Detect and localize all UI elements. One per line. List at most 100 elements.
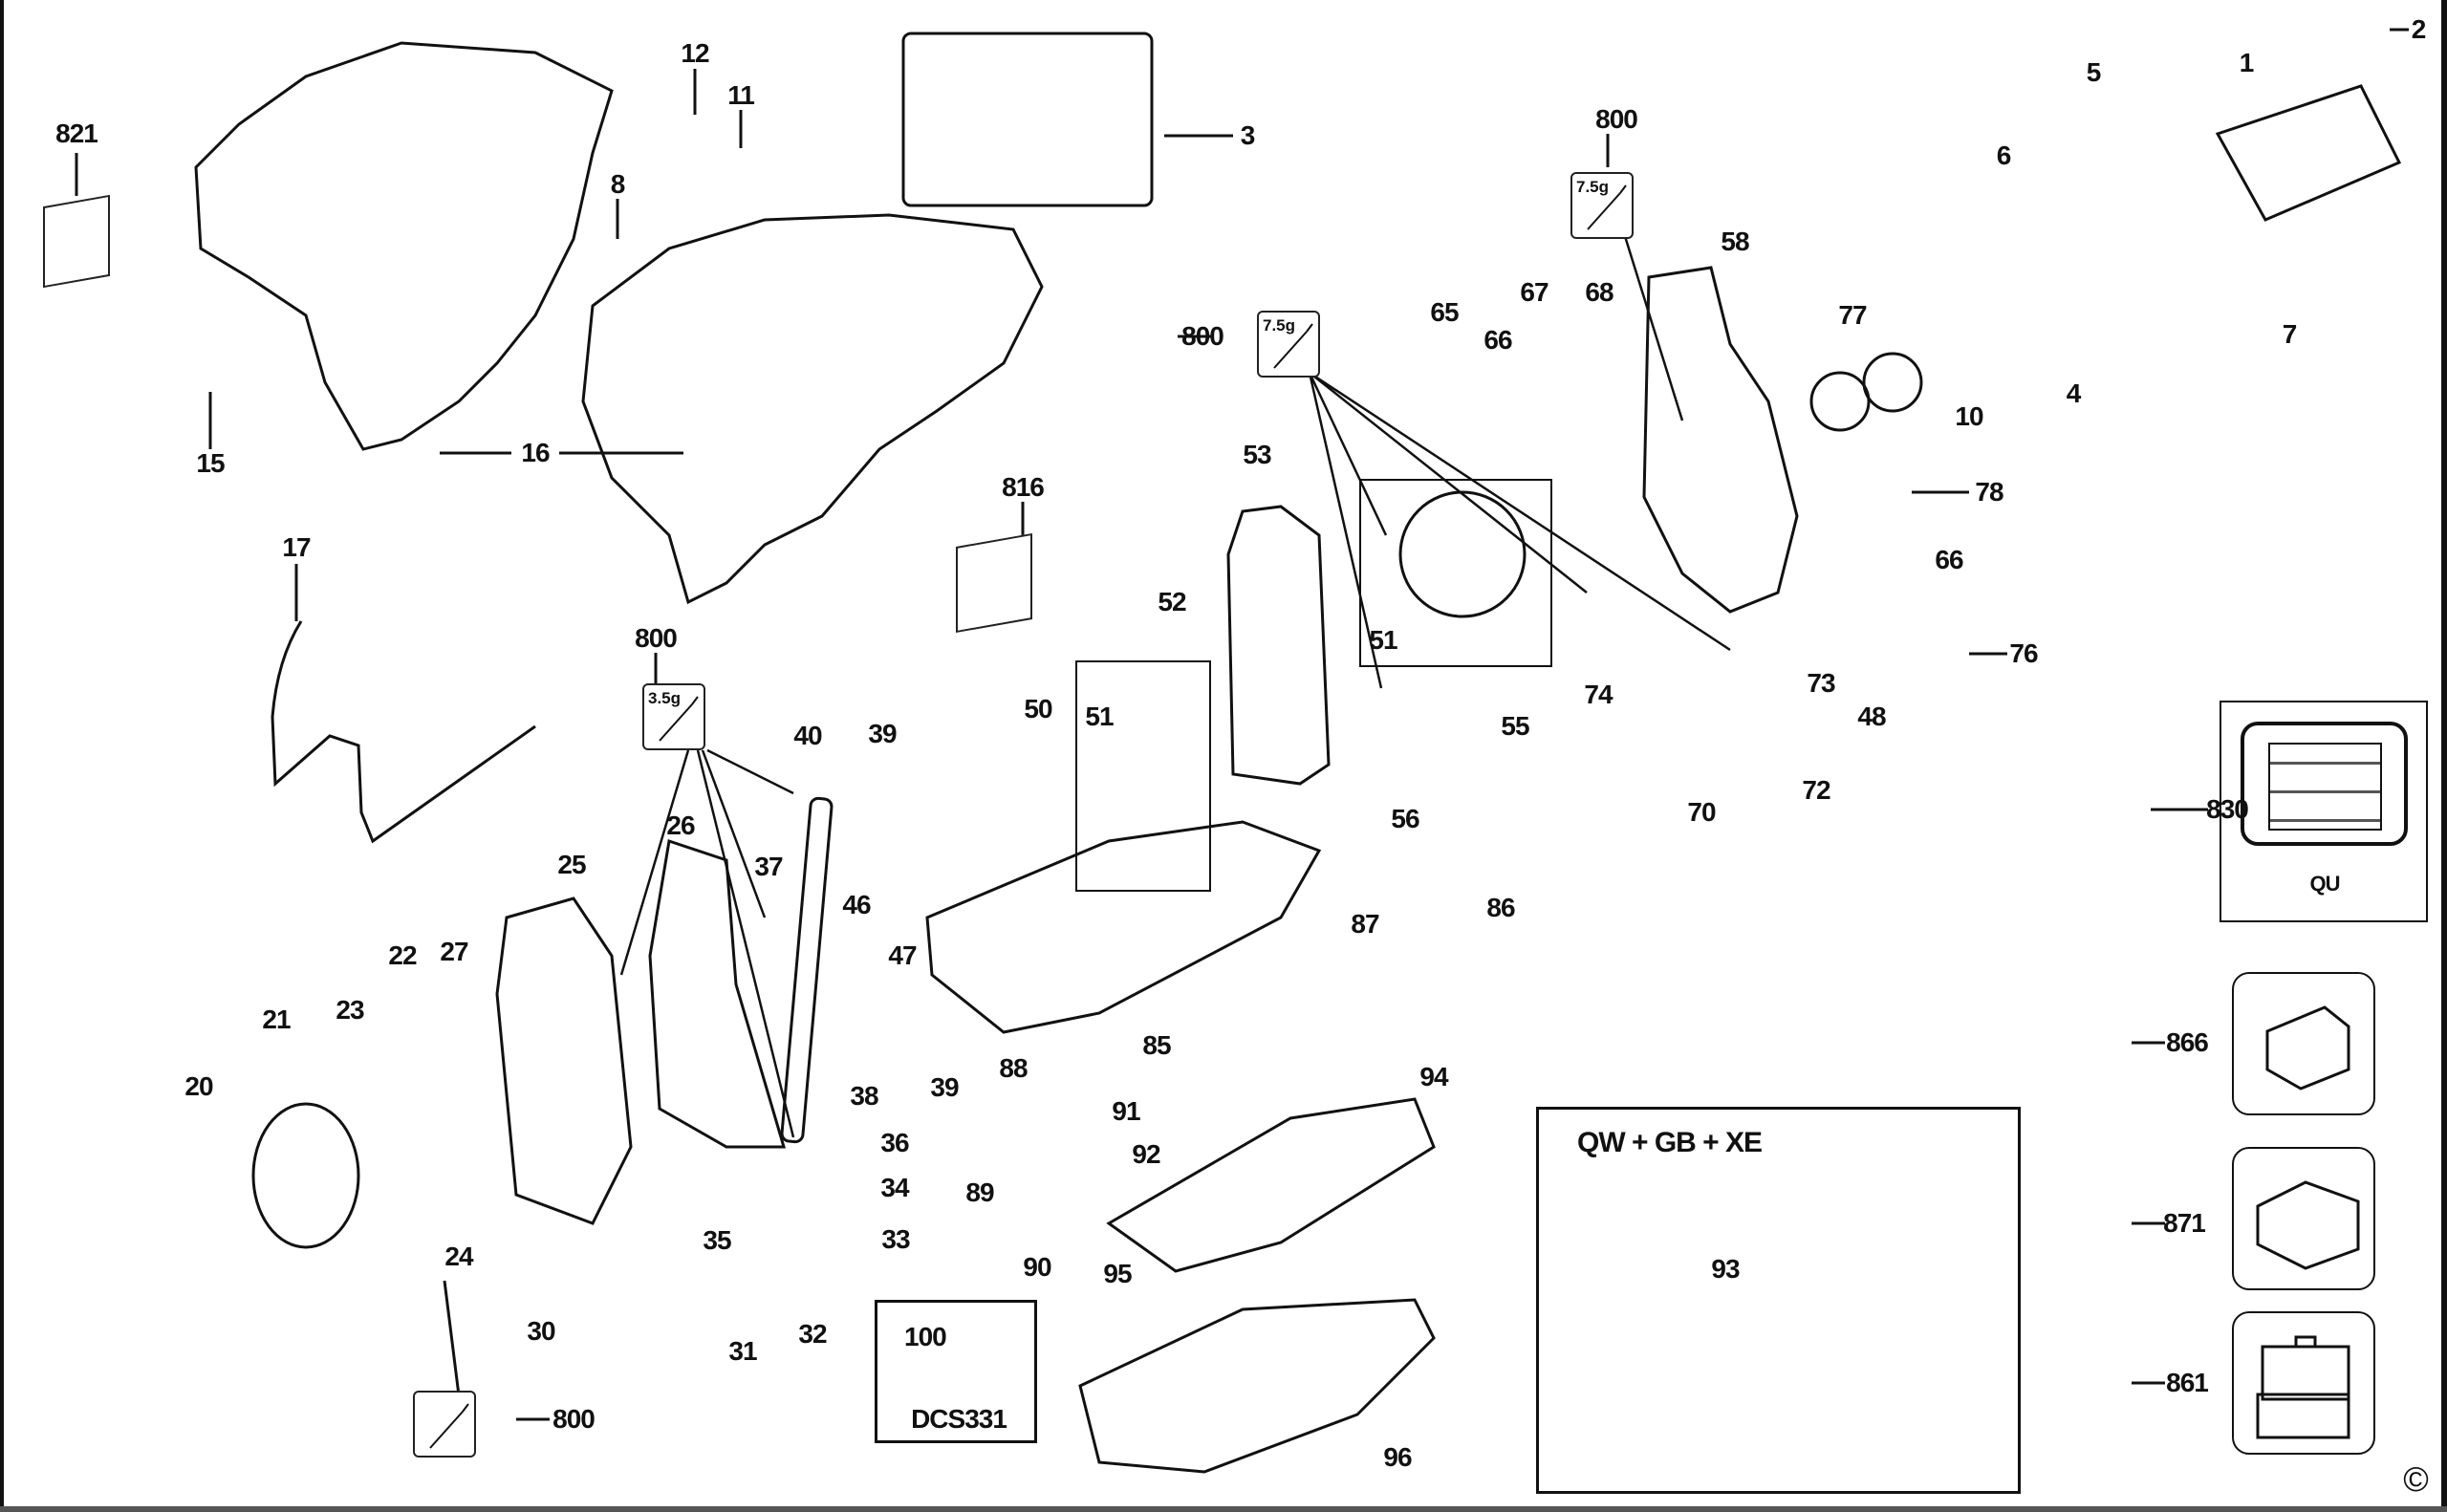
part-label-66[interactable]: 66	[1935, 545, 1963, 574]
label-sheet-816	[956, 532, 1032, 634]
part-label-70[interactable]: 70	[1687, 797, 1716, 827]
grease-gun-icon	[1273, 323, 1313, 369]
part-label-73[interactable]: 73	[1807, 668, 1835, 698]
part-label-36[interactable]: 36	[880, 1128, 909, 1157]
part-label-31[interactable]: 31	[728, 1336, 757, 1366]
part-label-24[interactable]: 24	[444, 1242, 473, 1271]
part-label-800[interactable]: 800	[1181, 321, 1224, 351]
part-label-48[interactable]: 48	[1857, 702, 1886, 731]
plunger-shape	[925, 820, 1322, 1034]
part-label-94[interactable]: 94	[1419, 1062, 1448, 1091]
part-label-5[interactable]: 5	[2086, 57, 2102, 87]
manual-icon-frame	[2241, 722, 2408, 846]
part-label-68[interactable]: 68	[1585, 277, 1613, 307]
part-label-74[interactable]: 74	[1584, 680, 1613, 709]
part-label-58[interactable]: 58	[1721, 227, 1749, 256]
part-label-3[interactable]: 3	[1240, 120, 1256, 150]
part-label-15[interactable]: 15	[196, 448, 225, 478]
part-label-7[interactable]: 7	[2282, 319, 2298, 349]
grease-pack-bottom	[413, 1391, 476, 1458]
part-label-800[interactable]: 800	[552, 1404, 596, 1434]
battery-pack-box	[2232, 972, 2375, 1115]
part-label-88[interactable]: 88	[999, 1053, 1028, 1083]
part-label-47[interactable]: 47	[888, 940, 917, 970]
leader-lines	[75, 28, 2409, 1421]
grease-weight: 7.5g	[1576, 178, 1610, 196]
part-label-39[interactable]: 39	[930, 1072, 959, 1102]
part-label-25[interactable]: 25	[557, 850, 586, 879]
part-label-861[interactable]: 861	[2166, 1368, 2209, 1397]
part-label-77[interactable]: 77	[1838, 300, 1867, 330]
part-label-800[interactable]: 800	[1595, 104, 1638, 134]
part-label-89[interactable]: 89	[965, 1177, 994, 1207]
part-label-92[interactable]: 92	[1132, 1139, 1160, 1169]
part-label-40[interactable]: 40	[793, 721, 822, 750]
part-label-51[interactable]: 51	[1369, 625, 1397, 655]
part-label-55[interactable]: 55	[1501, 711, 1529, 741]
part-label-4[interactable]: 4	[2066, 378, 2082, 408]
part-label-93[interactable]: 93	[1711, 1254, 1740, 1284]
grease-weight: 7.5g	[1263, 316, 1296, 335]
part-label-50[interactable]: 50	[1024, 694, 1052, 724]
part-label-821[interactable]: 821	[55, 119, 98, 148]
part-label-8[interactable]: 8	[610, 169, 626, 199]
part-label-32[interactable]: 32	[798, 1319, 827, 1349]
part-label-20[interactable]: 20	[184, 1071, 213, 1101]
gasket-shape	[648, 839, 787, 1149]
part-label-51[interactable]: 51	[1085, 702, 1114, 731]
left-border	[0, 0, 4, 1512]
part-label-871[interactable]: 871	[2163, 1208, 2206, 1238]
part-label-11[interactable]: 11	[727, 80, 755, 110]
part-label-866[interactable]: 866	[2166, 1027, 2209, 1057]
manual-document-icon	[2268, 743, 2382, 831]
part-label-86[interactable]: 86	[1486, 893, 1515, 922]
charger-icon	[2256, 1180, 2360, 1270]
part-label-66[interactable]: 66	[1483, 325, 1512, 355]
part-label-16[interactable]: 16	[521, 438, 550, 467]
part-label-72[interactable]: 72	[1802, 775, 1830, 805]
part-label-67[interactable]: 67	[1520, 277, 1548, 307]
part-label-78[interactable]: 78	[1975, 477, 2003, 507]
part-label-76[interactable]: 76	[2009, 638, 2038, 668]
part-label-800[interactable]: 800	[635, 623, 678, 653]
part-label-12[interactable]: 12	[681, 38, 709, 68]
part-label-46[interactable]: 46	[842, 890, 871, 919]
part-label-21[interactable]: 21	[262, 1004, 291, 1034]
part-label-96[interactable]: 96	[1383, 1442, 1412, 1472]
part-label-35[interactable]: 35	[703, 1225, 731, 1255]
part-label-22[interactable]: 22	[388, 940, 417, 970]
part-label-27[interactable]: 27	[440, 937, 468, 966]
bearing-shape-2	[1862, 352, 1923, 413]
part-label-87[interactable]: 87	[1351, 909, 1379, 939]
part-label-52[interactable]: 52	[1158, 587, 1186, 616]
part-label-34[interactable]: 34	[880, 1173, 909, 1202]
copyright-symbol: ©	[2403, 1459, 2429, 1499]
part-label-816[interactable]: 816	[1002, 472, 1045, 502]
part-label-85[interactable]: 85	[1142, 1030, 1171, 1060]
part-label-95[interactable]: 95	[1103, 1259, 1132, 1288]
part-label-6[interactable]: 6	[1996, 140, 2012, 170]
part-label-39[interactable]: 39	[868, 719, 897, 748]
part-label-65[interactable]: 65	[1430, 297, 1459, 327]
part-label-830[interactable]: 830	[2206, 794, 2249, 824]
part-label-17[interactable]: 17	[282, 532, 311, 562]
part-label-33[interactable]: 33	[881, 1224, 910, 1254]
part-label-23[interactable]: 23	[336, 995, 364, 1025]
wire-hanger-shape	[271, 620, 536, 844]
guide-shape	[251, 1102, 360, 1249]
part-label-10[interactable]: 10	[1955, 401, 1983, 431]
part-label-53[interactable]: 53	[1243, 440, 1271, 469]
part-label-1[interactable]: 1	[2239, 48, 2255, 77]
part-label-91[interactable]: 91	[1112, 1096, 1140, 1126]
model-label: DCS331	[911, 1404, 1007, 1434]
grease-gun-icon	[1587, 184, 1627, 230]
part-label-56[interactable]: 56	[1391, 804, 1419, 833]
battery-icon	[2265, 1005, 2350, 1091]
part-label-26[interactable]: 26	[666, 810, 695, 840]
eccentric-box	[1075, 660, 1211, 892]
part-label-90[interactable]: 90	[1023, 1252, 1051, 1282]
part-label-2[interactable]: 2	[2411, 14, 2427, 44]
part-label-30[interactable]: 30	[527, 1316, 555, 1346]
part-label-37[interactable]: 37	[754, 852, 783, 881]
part-label-38[interactable]: 38	[850, 1081, 878, 1111]
